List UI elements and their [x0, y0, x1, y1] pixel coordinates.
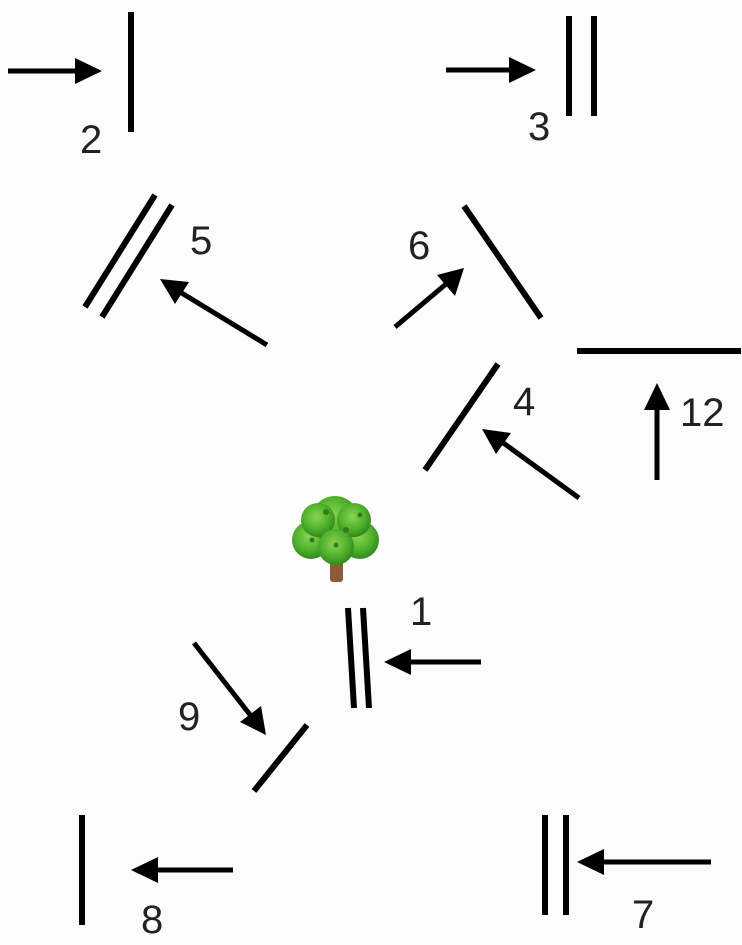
arrow-4: [482, 429, 581, 501]
group-6: 6: [393, 204, 544, 329]
arrow-1: [384, 649, 481, 675]
bar-5b: [99, 203, 175, 319]
label-6: 6: [408, 224, 430, 268]
group-3: 3: [446, 16, 597, 149]
bar-6: [461, 204, 544, 320]
group-5: 5: [82, 193, 269, 348]
bar-1a: [345, 607, 357, 709]
arrow-8: [131, 857, 233, 883]
label-4: 4: [513, 380, 535, 424]
group-9: 9: [178, 641, 310, 793]
group-4: 4: [422, 362, 581, 501]
label-8: 8: [141, 898, 163, 942]
label-7: 7: [632, 893, 654, 937]
group-1: 1: [345, 590, 481, 709]
label-5: 5: [190, 219, 212, 263]
tree-icon: [292, 496, 379, 582]
arrow-6: [393, 268, 464, 329]
bar-5a: [82, 193, 158, 309]
label-1: 1: [410, 590, 432, 634]
label-9: 9: [178, 695, 200, 739]
arrow-3: [446, 57, 536, 83]
group-7: 7: [542, 815, 711, 937]
arrow-5: [160, 279, 269, 348]
label-2: 2: [80, 118, 102, 162]
bar-1b: [360, 607, 372, 709]
arrow-2: [8, 58, 102, 84]
group-2: 2: [8, 12, 134, 162]
group-8: 8: [79, 815, 233, 942]
bar-9: [251, 723, 310, 793]
group-12: 12: [577, 348, 741, 480]
label-12: 12: [680, 391, 725, 435]
bar-4: [422, 362, 501, 472]
arrow-9: [192, 641, 266, 735]
label-3: 3: [528, 105, 550, 149]
arrow-12: [644, 383, 670, 480]
arrow-7: [577, 849, 711, 875]
